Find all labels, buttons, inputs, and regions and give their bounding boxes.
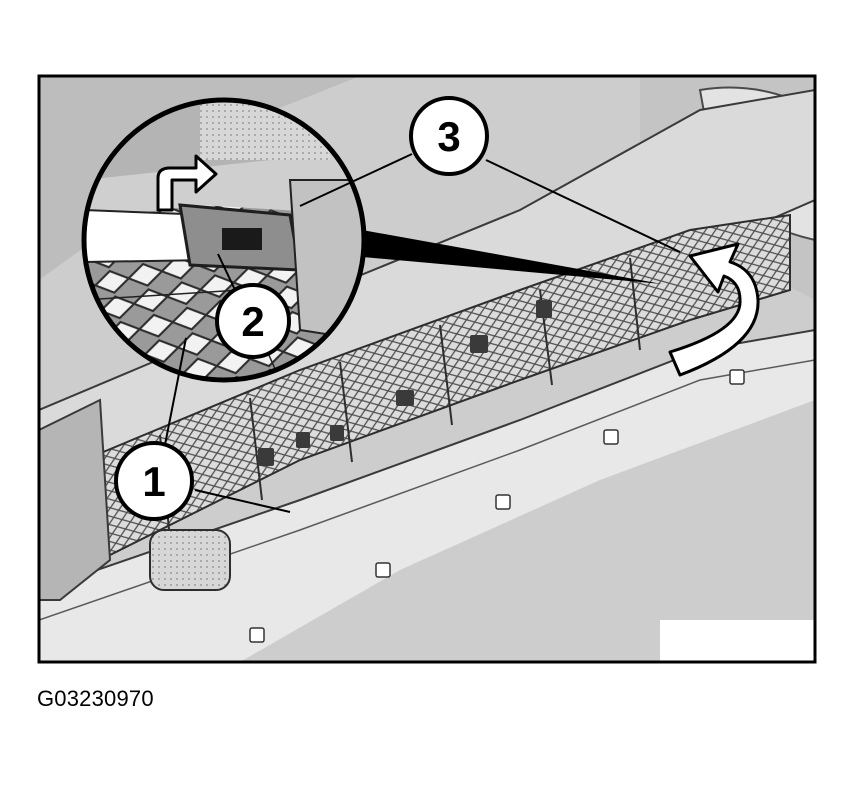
callout-1: 1 [114,441,194,521]
callout-3-label: 3 [437,113,460,160]
frame-border [37,74,817,664]
leader-lines [161,153,681,513]
callout-2: 2 [215,283,291,359]
callout-1-label: 1 [142,458,165,505]
zoom-inset [81,97,367,383]
figure-id-caption: G03230970 [37,686,154,711]
zoom-pointer [340,226,662,284]
scene [39,76,815,662]
callout-3: 3 [409,96,489,176]
callout-2-label: 2 [241,298,264,345]
